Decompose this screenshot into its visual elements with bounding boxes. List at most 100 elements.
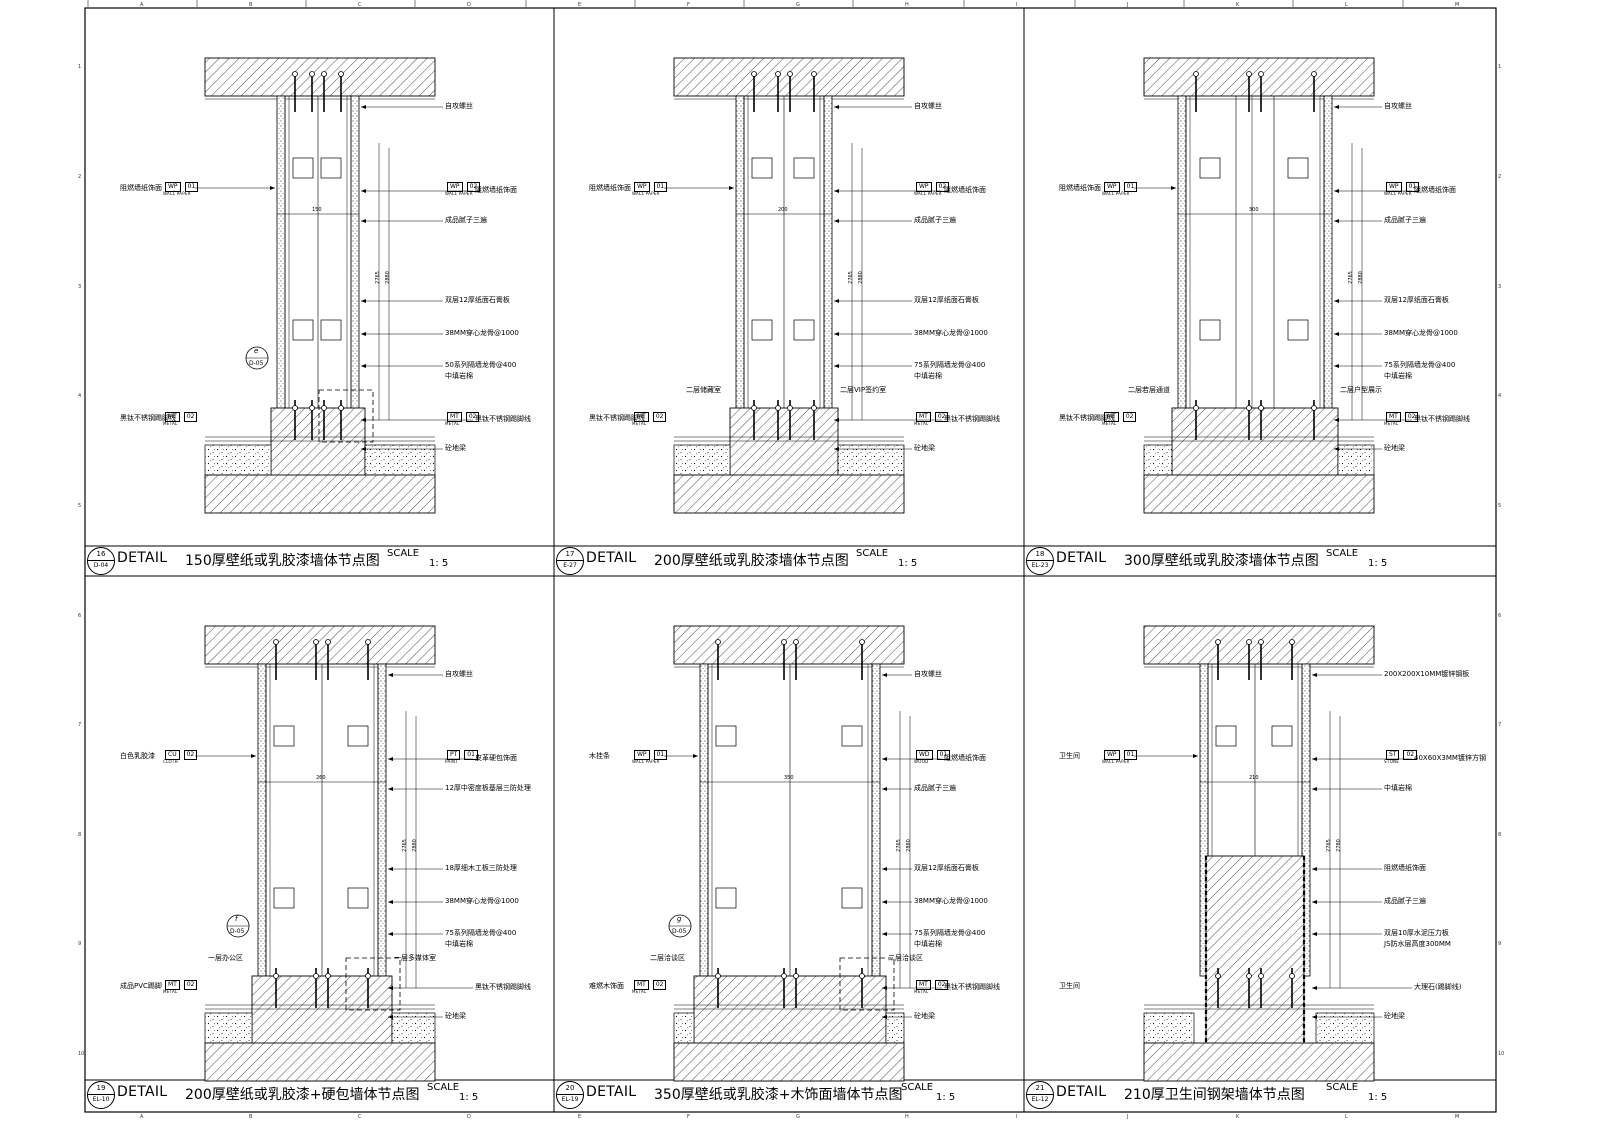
leader-arrowhead bbox=[361, 105, 366, 109]
leader-arrowhead bbox=[1312, 757, 1317, 761]
callout-label-left: 成品PVC踢脚 bbox=[120, 982, 162, 990]
dimension-text: 2880 bbox=[857, 271, 864, 284]
floor-screed-right bbox=[885, 1012, 905, 1044]
leader-arrowhead bbox=[1334, 447, 1339, 451]
stud-box bbox=[751, 319, 773, 341]
screw-head bbox=[325, 639, 331, 645]
stud-box bbox=[1199, 319, 1221, 341]
detail-sheet-ref: E-27 bbox=[563, 562, 577, 569]
scale-label: SCALE bbox=[901, 1082, 934, 1093]
leader-arrowhead bbox=[1312, 932, 1317, 936]
ceiling-slab bbox=[673, 625, 905, 665]
material-number: 02 bbox=[1403, 750, 1418, 760]
callout-label: 双层12厚纸面石膏板 bbox=[914, 296, 979, 304]
material-number: 02 bbox=[1404, 412, 1419, 422]
floor-slab bbox=[1143, 474, 1375, 514]
leader-arrowhead bbox=[388, 867, 393, 871]
callout-label: 中填岩棉 bbox=[914, 372, 942, 380]
material-category: METAL bbox=[163, 989, 178, 994]
callout-label: 双层12厚纸面石膏板 bbox=[1384, 296, 1449, 304]
stud-box bbox=[793, 319, 815, 341]
bubble-reference[interactable]: D-05 bbox=[249, 360, 264, 367]
leader-arrowhead bbox=[388, 932, 393, 936]
grid-column-marker: G bbox=[796, 1114, 800, 1120]
grid-row-marker: 5 bbox=[78, 503, 82, 509]
material-category: WALL PAPER bbox=[914, 191, 942, 196]
bubble-divider bbox=[1027, 560, 1053, 561]
material-code: MT bbox=[165, 412, 180, 422]
leader-arrowhead bbox=[882, 867, 887, 871]
leader-arrowhead bbox=[693, 754, 698, 758]
material-number: 02 bbox=[1122, 412, 1137, 422]
leader-arrowhead bbox=[834, 219, 839, 223]
material-code: WP bbox=[447, 182, 463, 192]
bubble-letter[interactable]: g bbox=[677, 915, 682, 923]
scale-value: 1: 5 bbox=[1368, 558, 1388, 569]
material-category: PAINT bbox=[445, 759, 459, 764]
room-label: 二层VIP签约室 bbox=[840, 386, 887, 394]
bubble-divider bbox=[557, 560, 583, 561]
detail-title: 150厚壁纸或乳胶漆墙体节点图 bbox=[185, 553, 380, 569]
callout-label: 自攻螺丝 bbox=[1384, 102, 1412, 110]
grid-column-marker: J bbox=[1127, 1114, 1129, 1120]
bubble-letter[interactable]: e bbox=[254, 347, 259, 355]
dimension-text: 2880 bbox=[411, 839, 418, 852]
material-code: CU bbox=[165, 750, 180, 760]
screw-head bbox=[793, 973, 799, 979]
leader-arrowhead bbox=[270, 186, 275, 190]
leader-arrowhead bbox=[834, 418, 839, 422]
leader-arrowhead bbox=[834, 332, 839, 336]
dimension-text: 2765 bbox=[1347, 271, 1354, 284]
callout-label-left: 黑钛不锈钢踢脚线 bbox=[120, 414, 176, 422]
leader-arrowhead bbox=[1312, 787, 1317, 791]
screw-head bbox=[1193, 405, 1199, 411]
leader-arrowhead bbox=[1334, 219, 1339, 223]
leader-arrowhead bbox=[388, 986, 393, 990]
leader-arrowhead bbox=[388, 673, 393, 677]
material-code: MT bbox=[1104, 412, 1119, 422]
grid-column-marker: F bbox=[687, 1114, 690, 1120]
stud-box bbox=[347, 887, 369, 909]
material-category: WALL PAPER bbox=[1102, 191, 1130, 196]
leader-arrowhead bbox=[388, 900, 393, 904]
material-code: WP bbox=[1386, 182, 1402, 192]
material-code: WP bbox=[1104, 182, 1120, 192]
bubble-reference[interactable]: D-05 bbox=[672, 928, 687, 935]
detail-number: 19 bbox=[96, 1084, 106, 1092]
material-code: WP bbox=[634, 750, 650, 760]
room-label: 二层若层通道 bbox=[1128, 386, 1170, 394]
callout-label: 自攻螺丝 bbox=[914, 102, 942, 110]
leader-arrowhead bbox=[882, 787, 887, 791]
dimension-text: 2765 bbox=[401, 839, 408, 852]
screw-head bbox=[273, 973, 279, 979]
floor-screed-left bbox=[204, 444, 272, 476]
leader-arrowhead bbox=[361, 189, 366, 193]
callout-label-left: 卫生间 bbox=[1059, 752, 1080, 760]
leader-arrowhead bbox=[834, 299, 839, 303]
screw-head bbox=[325, 973, 331, 979]
grid-row-marker: 7 bbox=[78, 722, 82, 728]
material-number: 02 bbox=[183, 750, 198, 760]
dimension-text: 150 bbox=[312, 207, 322, 213]
dimension-text: 2880 bbox=[905, 839, 912, 852]
material-number: 02 bbox=[183, 980, 198, 990]
bubble-reference[interactable]: D-05 bbox=[230, 928, 245, 935]
bubble-letter[interactable]: f bbox=[235, 915, 238, 923]
material-code: WP bbox=[1104, 750, 1120, 760]
floor-screed-left bbox=[1143, 444, 1173, 476]
leader-arrowhead bbox=[834, 189, 839, 193]
stud-box bbox=[1199, 157, 1221, 179]
detail-sheet-ref: EL-10 bbox=[92, 1096, 110, 1103]
leader-arrowhead bbox=[1312, 1015, 1317, 1019]
callout-label: 75系列隔墙龙骨@400 bbox=[914, 361, 986, 369]
